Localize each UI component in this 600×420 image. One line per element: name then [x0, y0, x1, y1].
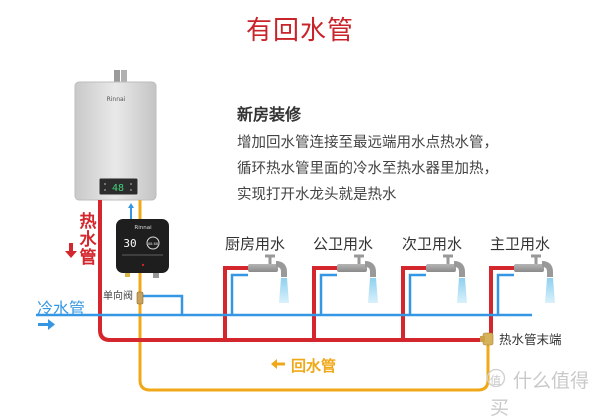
water-stream [545, 278, 555, 303]
heater-display-value: 48 [112, 183, 124, 194]
pump-display-value: 30 [123, 237, 136, 250]
hot-pipe-label: 热水管 [79, 212, 97, 268]
hot-branch-kitchen [223, 266, 248, 340]
cold-pipe-label: 冷水管 [37, 299, 86, 318]
fixture-label-second-bath: 次卫用水 [402, 235, 463, 253]
pump-brand-logo: Rinnai [134, 225, 152, 231]
plumbing-diagram: Rinnai 48 Rinnai 30 88:88 [36, 70, 555, 392]
faucet-kitchen [248, 254, 289, 303]
flue-pipe [114, 70, 120, 84]
fixture-label-kitchen: 厨房用水 [225, 235, 286, 253]
description-line-2: 循环热水管里面的冷水至热水器里加热， [237, 161, 498, 177]
hot-flow-arrow-icon [65, 243, 77, 258]
heater-brand-logo: Rinnai [107, 96, 126, 103]
check-valve-label: 单向阀 [103, 291, 133, 302]
cold-branch-master-bath [496, 273, 514, 315]
return-flow-arrow-icon [271, 359, 285, 369]
check-valve-icon [136, 291, 144, 305]
water-stream [368, 278, 378, 303]
watermark-logo-icon [486, 368, 506, 388]
diagram-title: 有回水管 [245, 16, 354, 46]
cold-branch-second-bath [408, 273, 426, 315]
cold-branch-kitchen [230, 273, 248, 315]
return-pipe-label: 回水管 [291, 357, 337, 375]
pump-body [116, 219, 169, 273]
water-heater: Rinnai 48 [74, 70, 157, 201]
faucet-master-bath [514, 254, 555, 303]
cold-branch-public-bath [319, 273, 337, 315]
description-line-3: 实现打开水龙头就是热水 [237, 187, 397, 203]
pump-outlet-arrow-icon [128, 203, 134, 208]
heater-display-panel [98, 177, 139, 196]
cold-bypass-pipe [142, 294, 184, 315]
fixture-label-public-bath: 公卫用水 [313, 235, 374, 253]
fixture-label-master-bath: 主卫用水 [490, 235, 551, 253]
circulation-pump: Rinnai 30 88:88 [116, 203, 169, 278]
pump-dial [146, 236, 160, 250]
description-heading: 新房装修 [237, 105, 302, 124]
watermark-text: 值 什么值得买 [490, 370, 590, 419]
svg-text:88:88: 88:88 [148, 242, 158, 246]
hot-pipe-end-fitting-icon [480, 332, 494, 346]
heater-body [74, 81, 157, 201]
description-line-1: 增加回水管连接至最远端用水点热水管， [237, 135, 498, 151]
hot-pipe-end-label: 热水管末端 [499, 332, 562, 347]
faucet-second-bath [426, 254, 467, 303]
water-stream [457, 278, 467, 303]
return-pipe [138, 200, 490, 392]
cold-flow-arrow-icon [38, 319, 55, 330]
faucet-public-bath [337, 254, 378, 303]
hot-water-main-pipe [98, 200, 490, 342]
hot-branch-second-bath [401, 266, 426, 340]
water-stream [279, 278, 289, 303]
hot-branch-public-bath [312, 266, 337, 340]
